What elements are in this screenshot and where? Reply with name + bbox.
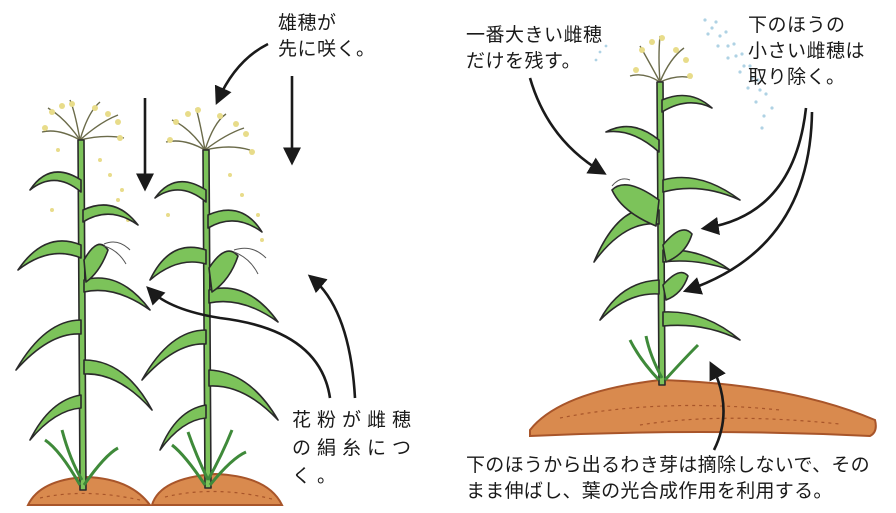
small-ear-2 [663, 273, 688, 300]
label-suckers: 下のほうから出るわき芽は摘除しないで、その まま伸ばし、葉の光合成作用を利用する… [466, 452, 870, 504]
corn-plant-left-1 [16, 100, 152, 490]
tassel-left-2 [166, 108, 250, 150]
arrow-to-small-ear-1 [706, 108, 806, 228]
arrow-to-tassel [218, 44, 268, 100]
tassel-right [630, 36, 692, 82]
label-male-flower: 雄穂が 先に咲く。 [278, 10, 376, 62]
label-largest-ear: 一番大きい雌穂 だけを残す。 [466, 22, 603, 74]
label-remove-small: 下のほうの 小さい雌穂は 取り除く。 [748, 12, 865, 90]
corn-plant-left-2 [142, 107, 278, 488]
arrow-pollen-to-tassel [312, 278, 355, 398]
pollen-left-1 [42, 101, 130, 222]
pollen-right [633, 35, 693, 79]
soil-mound-left-1 [28, 477, 150, 505]
arrow-to-largest-ear [530, 78, 602, 172]
corn-plant-right [594, 35, 740, 385]
spray-mist [595, 18, 774, 129]
soil-mound-right [530, 380, 876, 436]
tassel-left-1 [42, 100, 124, 140]
label-pollen-silk: 花粉が雌穂 の絹糸につ く。 [292, 406, 417, 490]
